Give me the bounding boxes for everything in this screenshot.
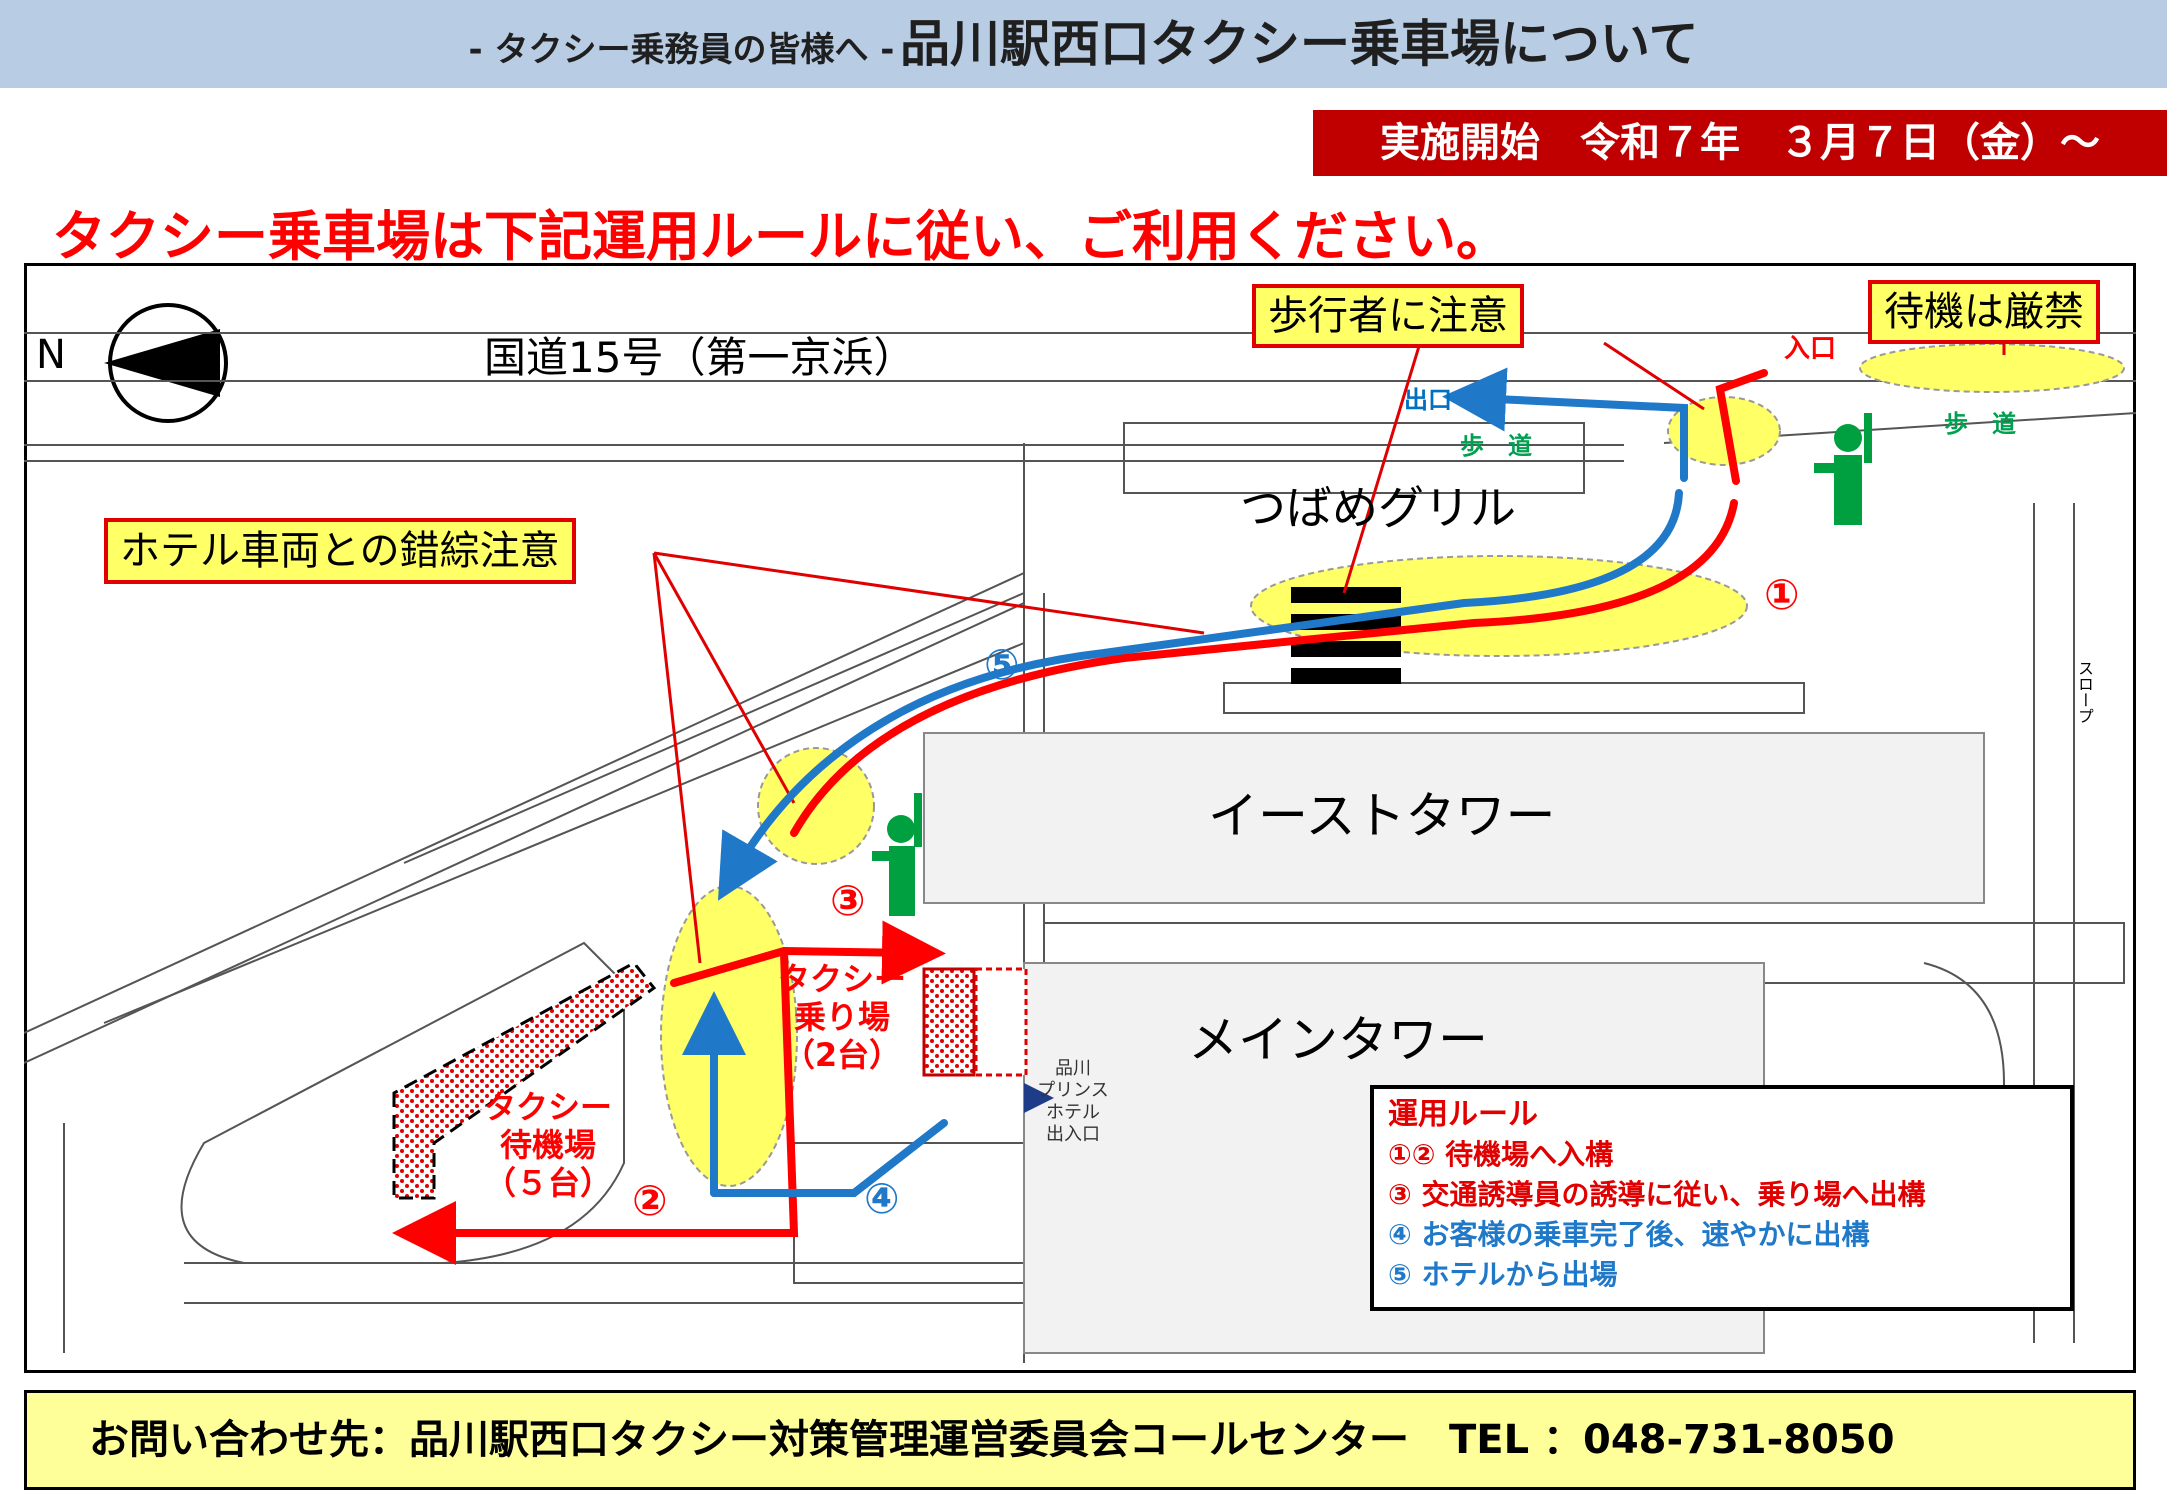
east-tower-label: イーストタワー bbox=[1208, 787, 1556, 845]
page-title: - タクシー乗務員の皆様へ - 品川駅西口タクシー乗車場について bbox=[0, 0, 2167, 88]
north-label: N bbox=[36, 332, 66, 378]
slope-label: スロープ bbox=[2075, 660, 2094, 724]
marker-4: ④ bbox=[864, 1174, 900, 1223]
page-subtitle: - タクシー乗務員の皆様へ - bbox=[468, 30, 895, 70]
traffic-guide-icon-2 bbox=[872, 793, 922, 916]
hotel-label-line-3: ホテル bbox=[1046, 1102, 1100, 1123]
rule-item-4: ⑤ ホテルから出場 bbox=[1388, 1258, 1618, 1291]
taxi-waiting-area bbox=[392, 961, 657, 1200]
operating-rules-box: 運用ルール ①② 待機場へ入構 ③ 交通誘導員の誘導に従い、乗り場へ出構 ④ お… bbox=[1370, 1085, 2074, 1311]
hotel-label-line-2: プリンス bbox=[1037, 1080, 1109, 1101]
marker-3: ③ bbox=[830, 876, 866, 925]
taxi-waiting-label: タクシー 待機場 （５台） bbox=[468, 1088, 628, 1202]
headline: タクシー乗車場は下記運用ルールに従い、ご利用ください。 bbox=[52, 205, 1510, 268]
header-banner bbox=[0, 0, 2167, 88]
hotel-entrance-label: 品川 プリンス ホテル 出入口 bbox=[1028, 1058, 1118, 1146]
rule-item-1: ①② 待機場へ入構 bbox=[1388, 1138, 1614, 1171]
east-tower-building bbox=[923, 732, 1985, 904]
sidewalk-label-2: 歩 道 bbox=[1944, 410, 2016, 438]
hotel-entrance-icon bbox=[1024, 1083, 1054, 1113]
hotel-label-line-4: 出入口 bbox=[1046, 1124, 1100, 1145]
north-arrow-icon bbox=[104, 303, 228, 423]
taxi-boarding-area bbox=[922, 967, 976, 1077]
sidewalk-label-1: 歩 道 bbox=[1460, 432, 1532, 460]
exit-label: 出口 bbox=[1404, 386, 1452, 414]
start-date-banner: 実施開始 令和７年 ３月７日（金）～ bbox=[1313, 110, 2167, 176]
marker-1: ① bbox=[1764, 570, 1800, 619]
page-main-title: 品川駅西口タクシー乗車場について bbox=[899, 15, 1699, 73]
taxi-boarding-label: タクシー 乗り場 （2台） bbox=[772, 960, 912, 1074]
rules-title: 運用ルール bbox=[1388, 1097, 1538, 1132]
taxi-boarding-line-2: 乗り場 bbox=[793, 998, 890, 1036]
marker-2: ② bbox=[632, 1176, 668, 1225]
callout-no-waiting: 待機は厳禁 bbox=[1868, 280, 2100, 344]
taxi-boarding-line-1: タクシー bbox=[777, 960, 906, 998]
callout-pedestrian-caution: 歩行者に注意 bbox=[1252, 284, 1524, 348]
rule-item-2: ③ 交通誘導員の誘導に従い、乗り場へ出構 bbox=[1388, 1178, 1926, 1211]
taxi-waiting-line-2: 待機場 bbox=[499, 1126, 596, 1164]
tsubame-grill-label: つばめグリル bbox=[1240, 481, 1516, 535]
marker-5: ⑤ bbox=[984, 640, 1020, 689]
rule-item-3: ④ お客様の乗車完了後、速やかに出構 bbox=[1388, 1218, 1870, 1251]
taxi-boarding-line-3: （2台） bbox=[782, 1036, 902, 1074]
road-label: 国道15号（第一京浜） bbox=[484, 333, 916, 382]
callout-hotel-vehicle-caution: ホテル車両との錯綜注意 bbox=[104, 518, 576, 584]
blue-route bbox=[682, 367, 1688, 1197]
callout-leaders bbox=[652, 341, 2006, 964]
hotel-label-line-1: 品川 bbox=[1055, 1058, 1091, 1079]
red-route bbox=[392, 369, 1768, 1265]
main-tower-label: メインタワー bbox=[1188, 1011, 1488, 1069]
traffic-guide-icon bbox=[1814, 413, 1872, 525]
entrance-label: 入口 bbox=[1784, 334, 1837, 364]
taxi-waiting-line-3: （５台） bbox=[483, 1164, 612, 1202]
boarding-area-outline bbox=[974, 967, 1028, 1077]
contact-footer: お問い合わせ先：品川駅西口タクシー対策管理運営委員会コールセンター TEL ：0… bbox=[24, 1390, 2136, 1490]
taxi-waiting-line-1: タクシー bbox=[483, 1088, 612, 1126]
